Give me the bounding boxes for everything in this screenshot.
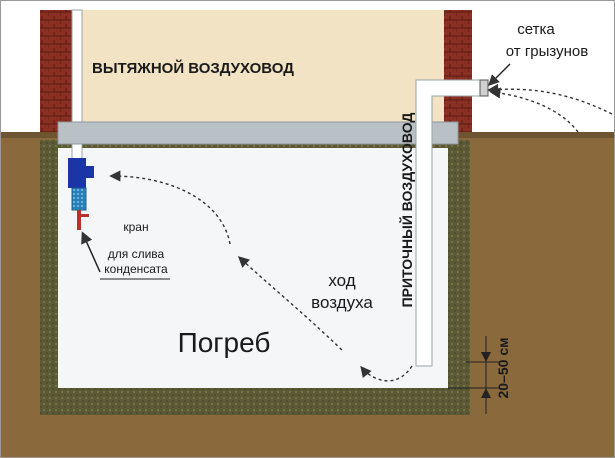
brick-wall-right xyxy=(444,10,472,132)
floor-slab xyxy=(57,121,459,145)
dim-arrow-top xyxy=(481,352,491,362)
cellar-interior xyxy=(58,148,448,388)
supply-duct-label: ПРИТОЧНЫЙ ВОЗДУХОВОД xyxy=(398,113,415,308)
house-wall xyxy=(82,10,444,122)
rodent-mesh-pointer xyxy=(488,63,511,86)
valve-body xyxy=(68,158,86,188)
airflow-arrow-low xyxy=(360,365,413,382)
condensate-container xyxy=(71,187,87,211)
tap-label-2: для слива xyxy=(108,247,165,261)
airflow-arrow-mid xyxy=(237,256,343,351)
dim-arrow-bottom xyxy=(481,388,491,398)
drain-tap-handle xyxy=(81,214,89,217)
tap-label-1: кран xyxy=(123,220,148,234)
brick-wall-left xyxy=(40,10,72,132)
airflow-label-2: воздуха xyxy=(311,293,373,312)
drain-tap xyxy=(77,210,81,230)
outside-air-arrow-2 xyxy=(489,87,579,133)
outside-air-arrow-1 xyxy=(487,83,613,115)
valve-knob xyxy=(86,166,94,178)
rodent-mesh xyxy=(479,79,489,97)
rodent-mesh-label-1: сетка xyxy=(517,21,555,38)
tap-label-3: конденсата xyxy=(104,262,168,276)
cellar-label: Погреб xyxy=(178,327,271,358)
exhaust-duct-label: ВЫТЯЖНОЙ ВОЗДУХОВОД xyxy=(92,59,294,77)
rodent-mesh-label-2: от грызунов xyxy=(506,43,588,60)
airflow-arrow-up xyxy=(109,170,231,245)
tap-pointer xyxy=(81,231,101,273)
clearance-label: 20–50 см xyxy=(495,338,511,399)
airflow-label-1: ход xyxy=(328,271,355,290)
